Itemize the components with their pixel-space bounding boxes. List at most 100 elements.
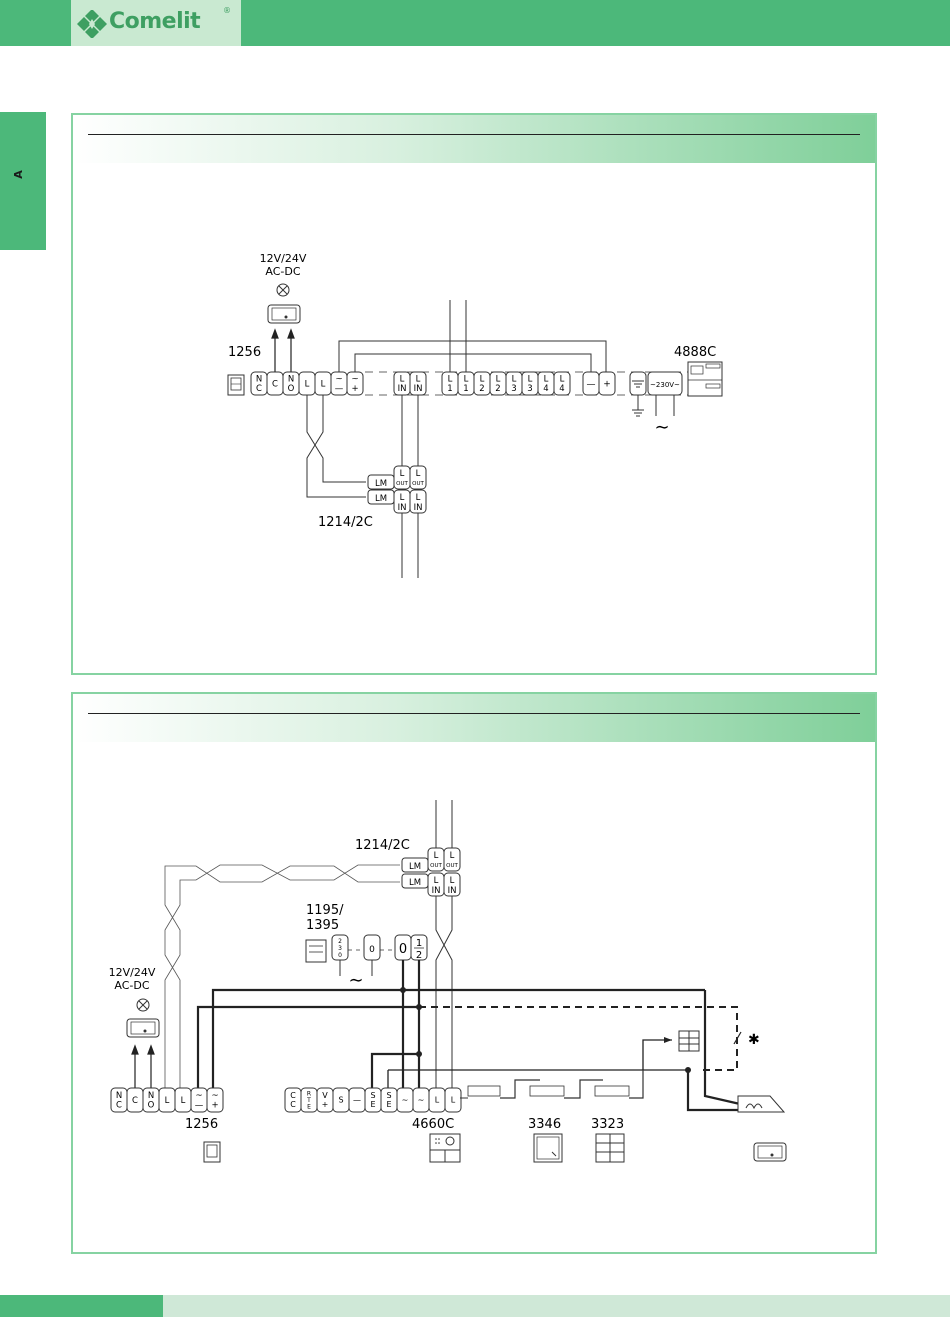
bottom-lm-twisted-wires	[164, 864, 400, 1088]
psu-term-label: 1	[416, 938, 422, 949]
bottom-riser-wires	[435, 800, 453, 848]
out-label: OUT	[396, 481, 408, 487]
terminal-label: L	[448, 375, 453, 385]
terminal-label: O	[148, 1101, 155, 1111]
terminal-label: L	[321, 379, 326, 389]
top-supply-code: 4888C	[674, 345, 716, 360]
psu-device-icon	[305, 939, 327, 963]
junction-dots	[400, 987, 691, 1073]
module-1-code: 3346	[528, 1117, 561, 1132]
comelit-logo-icon	[77, 10, 107, 38]
terminal-label: L	[305, 379, 310, 389]
brand-name: Comelit	[109, 9, 201, 34]
l-label: L	[416, 493, 421, 503]
top-diagram-panel	[71, 113, 877, 675]
terminal[interactable]	[206, 1087, 224, 1113]
terminal-label: L	[544, 375, 549, 385]
terminal-label: ~	[418, 1096, 425, 1105]
psu-term-label: 2	[416, 950, 422, 961]
psu-term-label: 0	[399, 942, 407, 957]
top-lamp-type-label: AC-DC	[265, 265, 300, 278]
keypad-arrow	[664, 1037, 672, 1043]
out-label: OUT	[446, 863, 458, 869]
terminal-label: L	[165, 1096, 170, 1106]
bottom-diagram-panel	[71, 692, 877, 1254]
terminal-label: ~	[351, 375, 358, 385]
terminal-label: +	[351, 384, 358, 394]
module-bus-wires	[387, 1039, 688, 1088]
bottom-distributor-module[interactable]: LM LM L OUT L OUT L IN L IN	[401, 847, 461, 897]
terminal-label: ~	[195, 1091, 202, 1101]
footer-accent	[0, 1295, 163, 1317]
bottom-lamp-type-label: AC-DC	[114, 979, 149, 992]
psu-terminals[interactable]: 2 3 0 0 0 1 2	[331, 934, 428, 961]
terminal-label: T	[306, 1097, 311, 1104]
top-panel-header	[73, 115, 875, 163]
bottom-ac-symbol: ∼	[348, 970, 363, 991]
bottom-relay-device-icon	[203, 1141, 221, 1163]
electric-lock-icon	[737, 1095, 786, 1113]
terminal-label: C	[132, 1096, 138, 1106]
mains-voltage-label: ~230V~	[650, 381, 680, 389]
lock-feed-arrows	[271, 328, 295, 372]
terminal-label: +	[211, 1101, 218, 1111]
keypad-icon	[678, 1030, 700, 1052]
terminal-label: L	[451, 1096, 456, 1105]
top-lamp-voltage-label: 12V/24V	[260, 252, 307, 265]
section-side-tab[interactable]: A	[0, 112, 46, 250]
lamp-icon	[276, 283, 290, 297]
terminal-label: L	[512, 375, 517, 385]
terminal-label: L	[416, 375, 421, 385]
top-distributor-code: 1214/2C	[318, 515, 373, 530]
l-label: L	[450, 851, 455, 861]
terminal-label: 3	[511, 384, 516, 394]
top-relay-code: 1256	[228, 345, 261, 360]
l-label: L	[434, 876, 439, 886]
bottom-distributor-code: 1214/2C	[355, 838, 410, 853]
terminal-label: IN	[398, 384, 407, 394]
terminal-label: 4	[543, 384, 548, 394]
terminal-label: S	[386, 1091, 391, 1100]
in-label: IN	[448, 886, 457, 896]
bottom-right-lock-box-icon	[753, 1142, 787, 1162]
terminal-label: N	[288, 375, 294, 385]
terminal-label: S	[370, 1091, 375, 1100]
terminal-label: —	[587, 380, 596, 390]
lock-icon	[267, 304, 301, 324]
in-label: IN	[432, 886, 441, 896]
terminal-label: 4	[559, 384, 564, 394]
terminal-label: L	[400, 375, 405, 385]
terminal-label: C	[290, 1091, 296, 1100]
psu-code-line-2: 1395	[306, 918, 339, 933]
earth-and-mains-wires	[632, 395, 675, 417]
psu-term-label: 0	[369, 945, 375, 955]
psu-term-label: 3	[338, 945, 342, 952]
optional-cut-mark	[733, 1031, 742, 1045]
terminal-label: V	[322, 1091, 328, 1100]
in-label: IN	[414, 503, 423, 513]
terminal-label: E	[386, 1100, 391, 1109]
terminal-label: 1	[463, 384, 468, 394]
mains-terminals[interactable]: ~230V~	[629, 371, 683, 396]
l-label: L	[400, 469, 405, 479]
terminal-label: 3	[527, 384, 532, 394]
terminal-label: N	[148, 1091, 154, 1101]
module-2-icon	[595, 1133, 625, 1163]
top-power-wires	[338, 300, 607, 372]
terminal-label: ~	[211, 1091, 218, 1101]
lm-label: LM	[409, 862, 421, 872]
psu-mains-wires	[339, 960, 373, 976]
terminal[interactable]	[444, 1087, 462, 1113]
terminal-label: ~	[402, 1096, 409, 1105]
in-label: IN	[398, 503, 407, 513]
terminal-label: L	[496, 375, 501, 385]
brand-logo: Comelit ®	[71, 0, 241, 46]
terminal-label: —	[353, 1096, 361, 1105]
ac-symbol: ∼	[654, 417, 669, 438]
top-supply-terminals: —+	[582, 371, 616, 396]
top-distributor-module[interactable]: LM LM L OUT L OUT L IN L IN	[367, 465, 427, 514]
terminal-label: S	[338, 1096, 343, 1105]
terminal-label: L	[480, 375, 485, 385]
